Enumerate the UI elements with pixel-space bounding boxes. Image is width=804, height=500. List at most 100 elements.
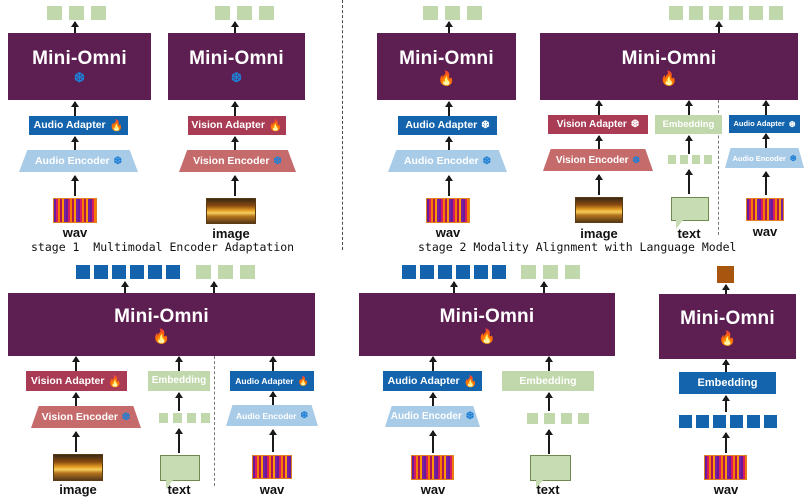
arrow-up — [688, 170, 690, 194]
top-half-divider — [342, 0, 343, 250]
arrow-up — [75, 393, 77, 406]
token-blue — [166, 265, 180, 279]
tr-audio-encoder[interactable]: Audio Encoder ❆ — [388, 150, 507, 172]
flame-icon: 🔥 — [660, 69, 678, 86]
token-green — [565, 265, 580, 279]
arrow-up — [725, 360, 727, 372]
snowflake-icon: ❆ — [121, 411, 131, 423]
arrow-up — [432, 357, 434, 371]
flame-icon: 🔥 — [297, 375, 309, 386]
tl-audio-encoder[interactable]: Audio Encoder ❆ — [19, 150, 138, 172]
arrow-up — [548, 357, 550, 371]
omni-title: Mini-Omni — [114, 305, 209, 327]
br-input-tokens-blue — [679, 415, 777, 428]
tl-audio-omni-block[interactable]: Mini-Omni ❆ — [8, 33, 151, 100]
bm-omni-block[interactable]: Mini-Omni 🔥 — [359, 293, 615, 356]
arrow-up — [234, 22, 236, 33]
tr-multi-vision-encoder[interactable]: Vision Encoder ❆ — [543, 149, 653, 171]
br-omni-block[interactable]: Mini-Omni 🔥 — [659, 294, 796, 359]
snowflake-icon: ❆ — [273, 155, 282, 167]
snowflake-icon: ❆ — [788, 119, 796, 129]
tr-multi-vision-adapter-label: Vision Adapter — [556, 118, 627, 130]
tl-vision-adapter[interactable]: Vision Adapter 🔥 — [188, 116, 286, 135]
token-blue — [747, 415, 760, 428]
bm-text-tokens — [527, 413, 589, 424]
token-green — [709, 6, 723, 20]
arrow-up — [718, 22, 720, 33]
tr-multi-wav-label: wav — [752, 224, 778, 239]
br-embedding[interactable]: Embedding — [679, 372, 776, 394]
token-green — [218, 265, 233, 279]
token-blue — [713, 415, 726, 428]
token-green — [467, 6, 482, 20]
token-green — [543, 265, 558, 279]
bl-vision-adapter[interactable]: Vision Adapter 🔥 — [26, 371, 127, 391]
snowflake-icon: ❆ — [482, 155, 492, 167]
bm-audio-adapter[interactable]: Audio Adapter 🔥 — [383, 371, 482, 391]
flame-icon: 🔥 — [109, 120, 124, 132]
bm-text-bubble — [530, 455, 571, 489]
arrow-up — [448, 137, 450, 150]
tr-audio-omni-block[interactable]: Mini-Omni 🔥 — [377, 33, 516, 100]
flame-icon: 🔥 — [463, 375, 478, 388]
token-green — [680, 155, 688, 164]
token-green — [521, 265, 536, 279]
tr-multi-text-tokens — [668, 155, 712, 164]
token-green — [173, 413, 182, 423]
bl-vision-encoder[interactable]: Vision Encoder ❆ — [31, 406, 141, 428]
token-blue — [438, 265, 452, 279]
bm-audio-encoder-label: Audio Encoder — [390, 411, 462, 422]
bl-image-thumb — [53, 454, 103, 481]
arrow-up — [234, 102, 236, 116]
bm-audio-encoder[interactable]: Audio Encoder ❆ — [385, 406, 480, 427]
token-blue — [76, 265, 90, 279]
tr-audio-output-tokens — [423, 6, 482, 20]
arrow-up — [543, 282, 545, 293]
tr-multi-audio-adapter[interactable]: Audio Adapter ❆ — [729, 115, 800, 133]
tr-multi-audio-encoder[interactable]: Audio Encoder ❆ — [725, 148, 804, 168]
tl-vision-encoder[interactable]: Vision Encoder ❆ — [179, 150, 296, 172]
arrow-up — [178, 393, 180, 411]
token-blue — [402, 265, 416, 279]
omni-title: Mini-Omni — [399, 47, 494, 69]
tl-vision-omni-block[interactable]: Mini-Omni ❆ — [168, 33, 305, 100]
snowflake-icon: ❆ — [465, 411, 475, 422]
token-green — [159, 413, 168, 423]
br-embedding-label: Embedding — [697, 376, 758, 389]
omni-title: Mini-Omni — [621, 47, 717, 69]
token-green — [669, 6, 683, 20]
bl-embedding[interactable]: Embedding — [148, 371, 210, 391]
bm-text-label: text — [536, 482, 560, 497]
tr-multi-vision-adapter[interactable]: Vision Adapter ❆ — [548, 115, 648, 134]
tr-multi-omni-block[interactable]: Mini-Omni 🔥 — [540, 33, 798, 100]
bl-wav-label: wav — [259, 482, 285, 497]
token-green — [423, 6, 438, 20]
token-green — [47, 6, 62, 20]
tr-audio-adapter[interactable]: Audio Adapter ❆ — [398, 116, 497, 135]
arrow-up — [688, 101, 690, 115]
token-blue — [112, 265, 126, 279]
tl-audio-adapter-label: Audio Adapter — [33, 119, 106, 132]
tr-audio-encoder-label: Audio Encoder — [403, 155, 479, 167]
bl-audio-adapter[interactable]: Audio Adapter 🔥 — [230, 371, 314, 391]
bl-omni-block[interactable]: Mini-Omni 🔥 — [8, 293, 315, 356]
arrow-up — [548, 393, 550, 411]
bl-audio-encoder[interactable]: Audio Encoder ❆ — [226, 405, 318, 426]
tl-audio-encoder-label: Audio Encoder — [34, 155, 110, 167]
tl-audio-output-tokens — [47, 6, 106, 20]
token-green — [215, 6, 230, 20]
token-blue — [148, 265, 162, 279]
arrow-up — [234, 176, 236, 196]
tl-audio-adapter[interactable]: Audio Adapter 🔥 — [29, 116, 128, 135]
bm-embedding[interactable]: Embedding — [502, 371, 594, 391]
omni-title: Mini-Omni — [680, 307, 775, 329]
tr-multi-embedding[interactable]: Embedding — [655, 115, 722, 134]
snowflake-icon: ❆ — [74, 70, 85, 85]
token-blue — [730, 415, 743, 428]
token-green — [187, 413, 196, 423]
tr-multi-wav-thumb — [746, 198, 784, 221]
flame-icon: 🔥 — [108, 375, 123, 388]
token-blue — [94, 265, 108, 279]
omni-title: Mini-Omni — [32, 48, 127, 69]
token-green — [527, 413, 538, 424]
